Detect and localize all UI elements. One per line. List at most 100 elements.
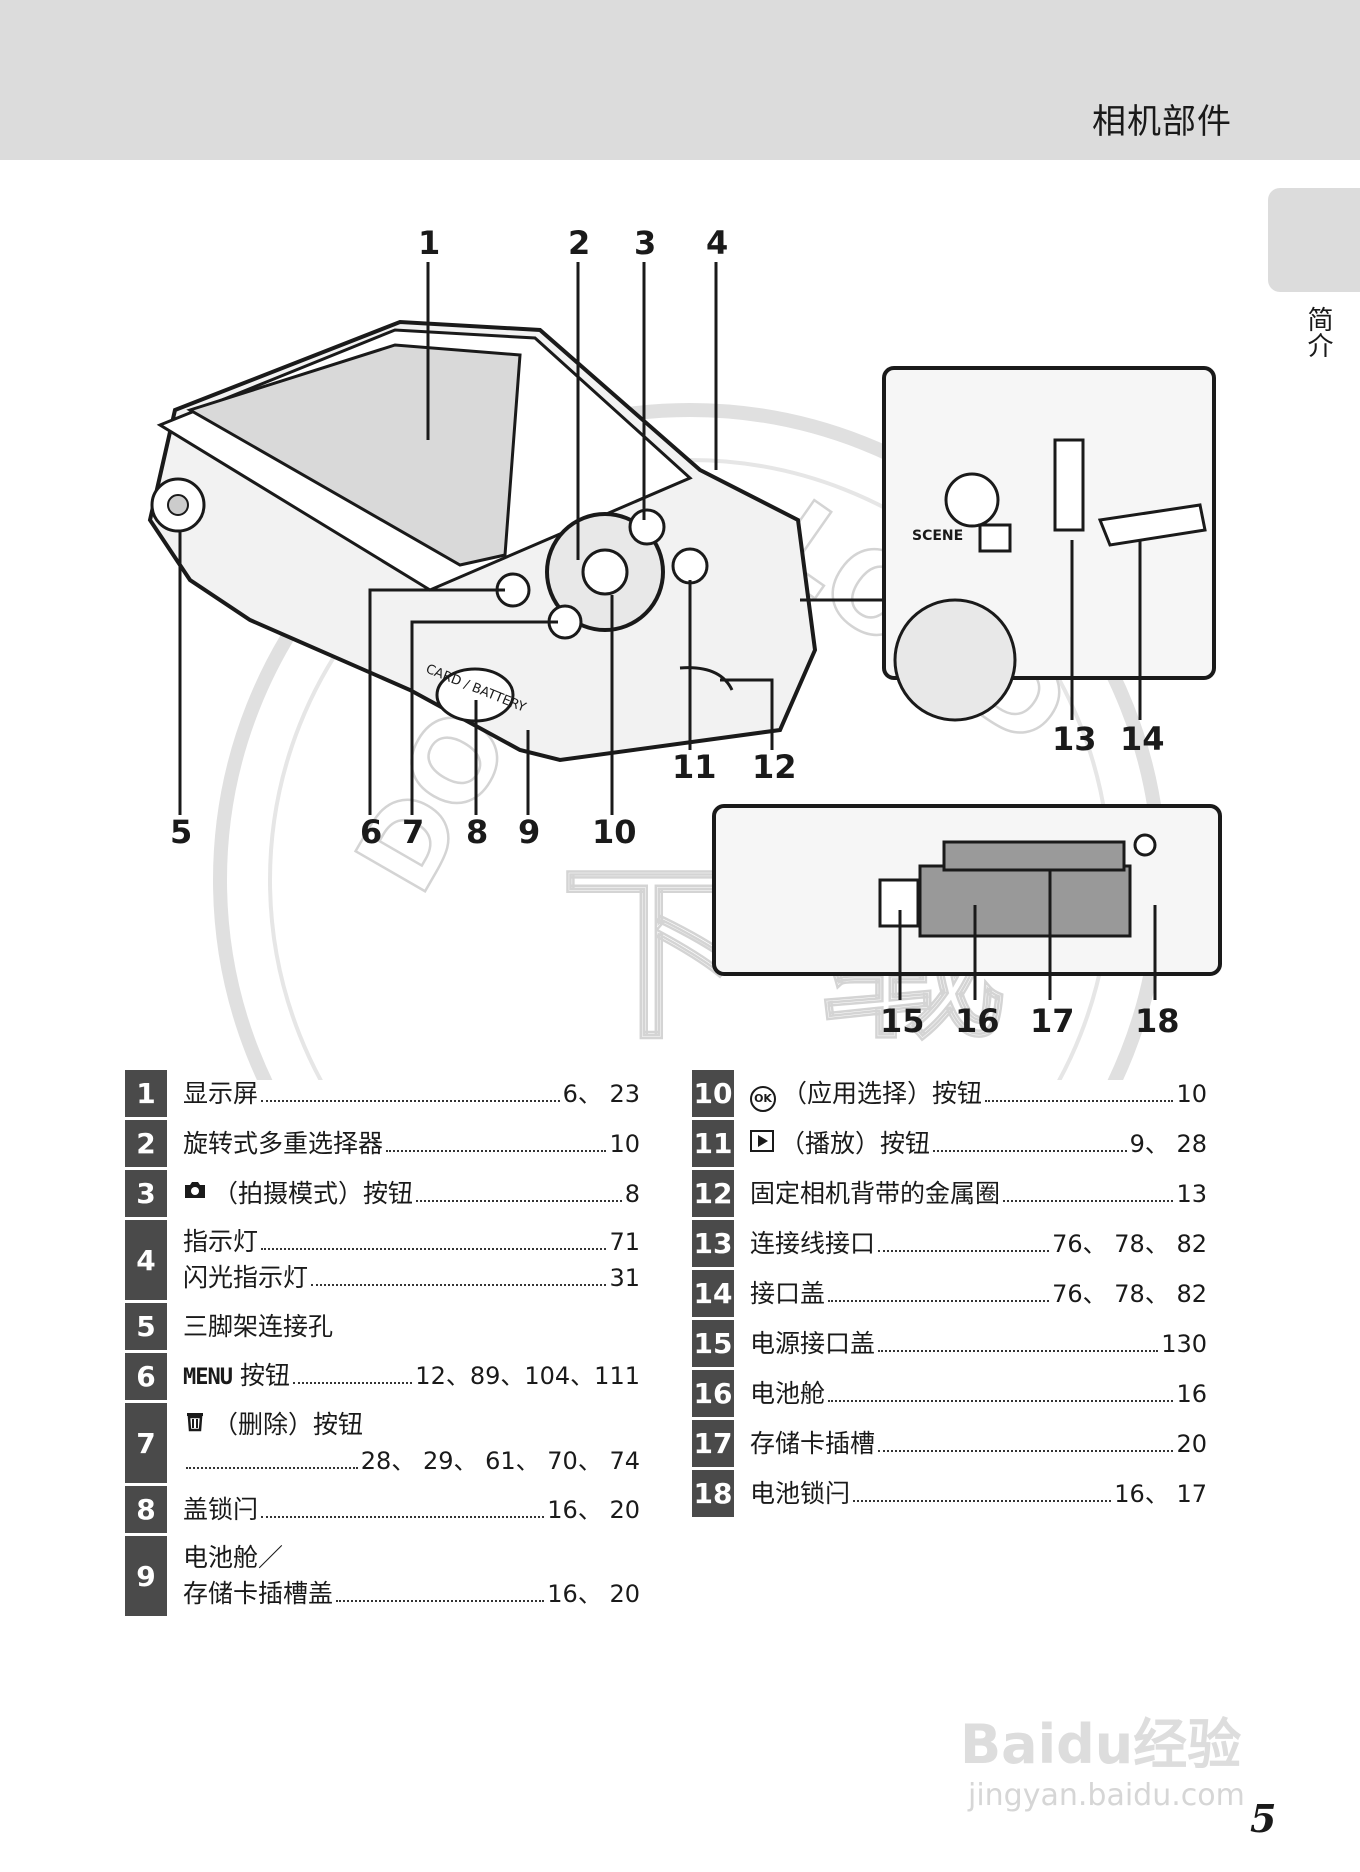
callout-4: 4 [706, 224, 728, 262]
row-number: 6 [125, 1353, 167, 1400]
page-refs: 31 [609, 1264, 640, 1292]
page-refs: 76、 78、 82 [1052, 1229, 1207, 1258]
section-title: 相机部件 [1092, 102, 1232, 142]
table-row: 4 指示灯 71 闪光指示灯 31 [125, 1220, 640, 1303]
callout-17: 17 [1030, 1002, 1075, 1040]
part-name: 接口盖 [750, 1278, 826, 1308]
page-number: 5 [1250, 1796, 1277, 1841]
part-name: 连接线接口 [750, 1228, 876, 1258]
part-name: （删除）按钮 [213, 1410, 364, 1439]
baidu-watermark: Baidu经验 [960, 1713, 1242, 1776]
page-refs: 16、 17 [1114, 1479, 1207, 1508]
callout-8: 8 [466, 813, 488, 851]
row-number: 15 [692, 1320, 734, 1367]
page-refs: 6、 23 [562, 1079, 640, 1108]
callout-2: 2 [568, 224, 590, 262]
part-name: 固定相机背带的金属圈 [750, 1178, 1001, 1208]
part-name: 显示屏 [183, 1078, 259, 1108]
table-row: 6 MENU 按钮 12、89、104、111 [125, 1353, 640, 1403]
callout-5: 5 [170, 813, 192, 851]
page-refs: 130 [1161, 1329, 1207, 1358]
part-name: 电源接口盖 [750, 1328, 876, 1358]
callout-13: 13 [1052, 720, 1097, 758]
part-name: 三脚架连接孔 [183, 1311, 334, 1341]
callout-16: 16 [955, 1002, 1000, 1040]
part-name: （应用选择）按钮 [782, 1078, 983, 1108]
part-name: 旋转式多重选择器 [183, 1128, 384, 1158]
part-name: 电池舱／ [183, 1543, 284, 1572]
connector-inset: SCENE [800, 366, 1216, 722]
camera-icon [185, 1181, 205, 1198]
row-number: 3 [125, 1170, 167, 1217]
camera-illustration: DOW LOAD 下 载 CARD / BATTERY SCENE [147, 224, 1222, 1080]
menu-icon: MENU [183, 1364, 233, 1390]
page-refs: 12、89、104、111 [415, 1361, 640, 1390]
page-refs: 16 [1176, 1379, 1207, 1408]
table-row: 10 OK （应用选择）按钮 10 [692, 1070, 1207, 1120]
callout-7: 7 [402, 813, 424, 851]
table-row: 5 三脚架连接孔 [125, 1303, 640, 1353]
table-row: 16 电池舱 16 [692, 1370, 1207, 1420]
part-name: 电池舱 [750, 1378, 826, 1408]
part-name: （拍摄模式）按钮 [213, 1178, 414, 1208]
page-header: 相机部件 [0, 0, 1360, 160]
part-name: 按钮 [239, 1360, 290, 1390]
scene-label: SCENE [912, 528, 963, 544]
part-name: 闪光指示灯 [183, 1263, 309, 1292]
ok-icon: OK [750, 1085, 776, 1112]
baidu-watermark-url: jingyan.baidu.com [968, 1778, 1245, 1813]
table-row: 7 （删除）按钮 28、 29、 61、 70、 74 [125, 1403, 640, 1486]
table-row: 15 电源接口盖 130 [692, 1320, 1207, 1370]
callout-14: 14 [1120, 720, 1165, 758]
chapter-tab [1268, 188, 1360, 292]
page-refs: 10 [1176, 1079, 1207, 1108]
row-number: 7 [125, 1403, 167, 1483]
part-name: 存储卡插槽盖 [183, 1579, 334, 1608]
callout-11: 11 [672, 748, 717, 786]
callout-1: 1 [418, 224, 440, 262]
part-name: 存储卡插槽 [750, 1428, 876, 1458]
chapter-tab-label: 简介 [1303, 306, 1333, 358]
page-refs: 13 [1176, 1179, 1207, 1208]
leader-lines [178, 262, 1157, 1000]
table-row: 12 固定相机背带的金属圈 13 [692, 1170, 1207, 1220]
callout-15: 15 [880, 1002, 925, 1040]
table-row: 2 旋转式多重选择器 10 [125, 1120, 640, 1170]
row-number: 17 [692, 1420, 734, 1467]
callout-3: 3 [634, 224, 656, 262]
table-row: 13 连接线接口 76、 78、 82 [692, 1220, 1207, 1270]
row-number: 12 [692, 1170, 734, 1217]
callout-12: 12 [752, 748, 797, 786]
part-name: 指示灯 [183, 1227, 259, 1256]
page-refs: 9、 28 [1129, 1129, 1207, 1158]
part-name: 盖锁闩 [183, 1494, 259, 1524]
table-row: 11 （播放）按钮 9、 28 [692, 1120, 1207, 1170]
table-row: 14 接口盖 76、 78、 82 [692, 1270, 1207, 1320]
page-refs: 71 [609, 1228, 640, 1256]
part-name: （播放）按钮 [780, 1128, 931, 1158]
row-number: 16 [692, 1370, 734, 1417]
callout-9: 9 [518, 813, 540, 851]
page-refs: 10 [609, 1129, 640, 1158]
row-number: 2 [125, 1120, 167, 1167]
row-number: 13 [692, 1220, 734, 1267]
callout-6: 6 [360, 813, 382, 851]
row-number: 10 [692, 1070, 734, 1117]
row-number: 11 [692, 1120, 734, 1167]
row-number: 14 [692, 1270, 734, 1317]
row-number: 4 [125, 1220, 167, 1300]
trash-icon [187, 1413, 203, 1432]
callout-18: 18 [1135, 1002, 1180, 1040]
page-refs: 76、 78、 82 [1052, 1279, 1207, 1308]
page-refs: 16、 20 [547, 1580, 640, 1608]
page-refs: 16、 20 [547, 1495, 640, 1524]
camera-back: CARD / BATTERY [147, 319, 818, 763]
callout-10: 10 [592, 813, 637, 851]
callout-numbers: 1 2 3 4 5 6 7 8 9 10 11 12 13 14 15 16 1… [170, 224, 1180, 1040]
